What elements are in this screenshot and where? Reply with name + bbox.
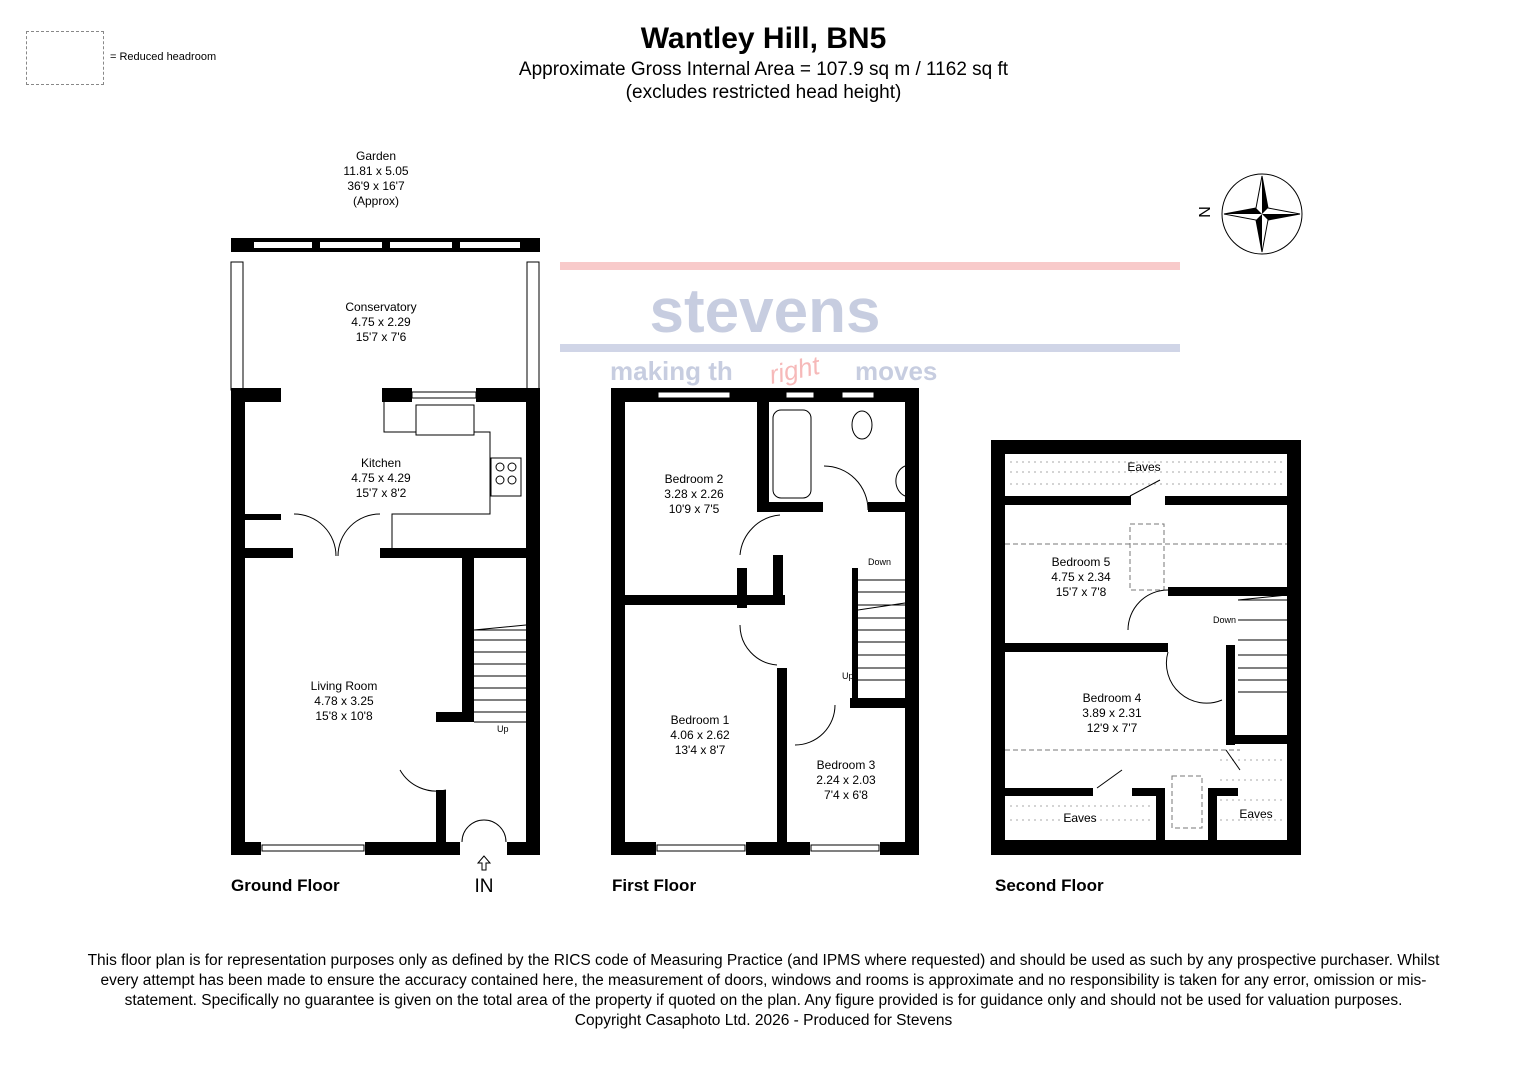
svg-text:15'7 x 8'2: 15'7 x 8'2	[356, 486, 407, 500]
svg-text:Bedroom 4: Bedroom 4	[1083, 691, 1142, 705]
svg-text:Eaves: Eaves	[1239, 807, 1272, 821]
area-note: (excludes restricted head height)	[625, 82, 902, 103]
svg-text:(Approx): (Approx)	[353, 194, 399, 208]
svg-text:Bedroom 3: Bedroom 3	[817, 758, 876, 772]
svg-text:Bedroom 5: Bedroom 5	[1052, 555, 1111, 569]
garden-label: Garden 11.81 x 5.05 36'9 x 16'7 (Approx)	[343, 149, 408, 208]
svg-text:Bedroom 1: Bedroom 1	[671, 713, 730, 727]
svg-text:Down: Down	[1213, 615, 1236, 625]
ground-floor-plan	[230, 238, 540, 855]
disclaimer: This floor plan is for representation pu…	[80, 951, 1447, 1031]
svg-text:Down: Down	[868, 557, 891, 567]
svg-text:4.75 x 2.29: 4.75 x 2.29	[351, 315, 411, 329]
svg-text:4.78 x 3.25: 4.78 x 3.25	[314, 694, 374, 708]
svg-text:15'8 x 10'8: 15'8 x 10'8	[315, 709, 373, 723]
ground-floor-label: Ground Floor	[231, 876, 340, 895]
svg-text:Garden: Garden	[356, 149, 396, 163]
svg-text:Living Room: Living Room	[311, 679, 378, 693]
svg-text:13'4 x 8'7: 13'4 x 8'7	[675, 743, 726, 757]
second-floor-labels: Eaves Bedroom 5 4.75 x 2.34 15'7 x 7'8 B…	[1051, 460, 1272, 825]
svg-text:15'7 x 7'8: 15'7 x 7'8	[1056, 585, 1107, 599]
watermark-tagline-right: right	[766, 350, 823, 390]
ground-floor-labels: Conservatory 4.75 x 2.29 15'7 x 7'6 Kitc…	[311, 300, 509, 897]
svg-text:3.89 x 2.31: 3.89 x 2.31	[1082, 706, 1142, 720]
gross-area: Approximate Gross Internal Area = 107.9 …	[518, 59, 1009, 80]
svg-text:15'7 x 7'6: 15'7 x 7'6	[356, 330, 407, 344]
svg-text:7'4 x 6'8: 7'4 x 6'8	[824, 788, 868, 802]
svg-text:4.75 x 4.29: 4.75 x 4.29	[351, 471, 411, 485]
first-floor-plan	[611, 388, 919, 855]
watermark-blue-stripe	[560, 344, 1180, 352]
disclaimer-text: This floor plan is for representation pu…	[87, 952, 1440, 1009]
svg-text:Eaves: Eaves	[1127, 460, 1160, 474]
watermark-brand: stevens	[650, 277, 881, 346]
compass-rose-icon: N	[1197, 173, 1303, 255]
second-floor-plan	[991, 440, 1301, 855]
svg-text:Bedroom 2: Bedroom 2	[665, 472, 724, 486]
plan-title: Wantley Hill, BN5	[640, 22, 887, 55]
svg-text:Up: Up	[497, 724, 509, 734]
stevens-watermark: stevens making th right moves	[560, 262, 1180, 390]
svg-text:10'9 x 7'5: 10'9 x 7'5	[669, 502, 720, 516]
svg-text:11.81 x 5.05: 11.81 x 5.05	[343, 164, 408, 178]
entrance-arrow-icon	[476, 855, 492, 871]
svg-text:2.24 x 2.03: 2.24 x 2.03	[816, 773, 876, 787]
svg-text:Up: Up	[842, 671, 854, 681]
first-floor-labels: Bedroom 2 3.28 x 2.26 10'9 x 7'5 Bedroom…	[664, 472, 891, 802]
first-floor-label: First Floor	[612, 876, 697, 895]
watermark-tagline-a: making th	[610, 356, 733, 386]
svg-text:Eaves: Eaves	[1063, 811, 1096, 825]
svg-text:4.06 x 2.62: 4.06 x 2.62	[670, 728, 730, 742]
copyright: Copyright Casaphoto Ltd. 2026 - Produced…	[574, 1012, 953, 1029]
entrance-label: IN	[475, 876, 494, 897]
watermark-red-stripe	[560, 262, 1180, 270]
legend-label: = Reduced headroom	[110, 51, 217, 63]
svg-text:Kitchen: Kitchen	[361, 456, 401, 470]
watermark-tagline-b: moves	[855, 356, 937, 386]
svg-text:3.28 x 2.26: 3.28 x 2.26	[664, 487, 724, 501]
svg-text:Conservatory: Conservatory	[345, 300, 416, 314]
second-floor-label: Second Floor	[995, 876, 1104, 895]
svg-text:36'9 x 16'7: 36'9 x 16'7	[347, 179, 405, 193]
svg-text:12'9 x 7'7: 12'9 x 7'7	[1087, 721, 1138, 735]
reduced-headroom-swatch	[26, 31, 104, 85]
svg-text:4.75 x 2.34: 4.75 x 2.34	[1051, 570, 1111, 584]
compass-north-label: N	[1197, 206, 1214, 218]
